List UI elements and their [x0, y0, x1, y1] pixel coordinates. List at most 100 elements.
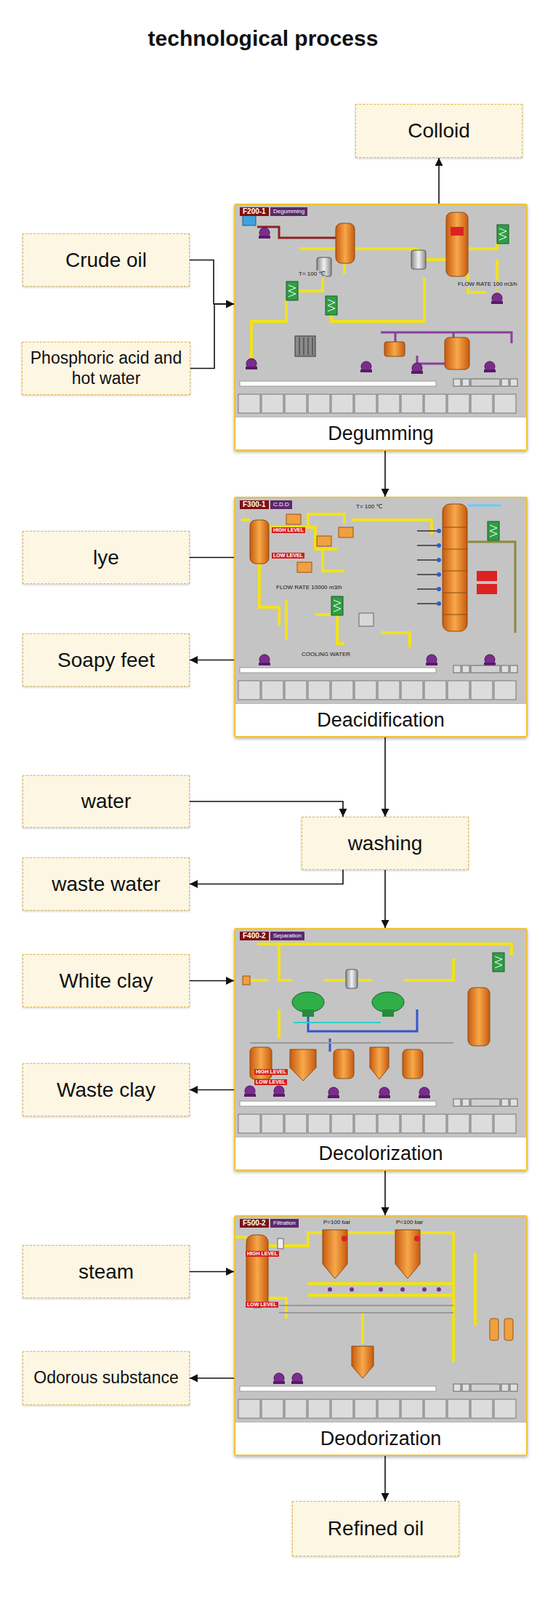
flow-arrow — [189, 1376, 234, 1378]
screen-circle — [436, 586, 442, 591]
output-box: Refined oil — [292, 1499, 460, 1556]
screen-use — [378, 1086, 391, 1098]
screen-rect — [442, 503, 468, 631]
node-text: Odorous substance — [33, 1366, 179, 1388]
screen-circle — [436, 600, 442, 606]
screen-use — [273, 1084, 285, 1096]
screen-path — [241, 513, 432, 647]
flow-arrow — [189, 800, 343, 817]
screen-use — [483, 361, 496, 373]
screen-use — [325, 295, 338, 315]
level-indicator: LOW LEVEL — [271, 552, 305, 559]
screen-path — [417, 530, 439, 604]
screen-use — [418, 1086, 431, 1098]
screen-use — [238, 378, 518, 413]
screen-use — [258, 654, 271, 665]
screen-path — [322, 1228, 348, 1278]
screen-path — [442, 526, 468, 615]
screen-circle — [436, 571, 442, 577]
screen-use — [360, 361, 373, 373]
screen-path — [467, 541, 516, 633]
screen-ellipse — [372, 991, 405, 1012]
flow-arrow — [189, 659, 234, 661]
node-text: Colloid — [407, 118, 471, 144]
input-box: Phosphoric acid and hot water — [21, 341, 191, 395]
screen-label: P=100 bar — [395, 1217, 424, 1226]
screen-use — [331, 595, 343, 615]
screen-use — [425, 654, 438, 665]
diagram-title: technological process — [0, 26, 527, 51]
level-indicator: HIGH LEVEL — [254, 1068, 288, 1075]
screen-rect — [235, 928, 527, 1137]
node-text: lye — [93, 545, 120, 570]
screen-rect — [235, 497, 527, 704]
screen-tab: C.D.D — [270, 499, 293, 509]
screen-rect — [402, 1048, 423, 1078]
screen-rect — [358, 612, 374, 626]
screen-use — [491, 292, 503, 304]
screen-tab: Separation — [270, 930, 305, 940]
screen-use — [244, 1084, 256, 1096]
node-text: Deodorization — [320, 1425, 442, 1449]
output-box: Odorous substance — [22, 1350, 190, 1404]
screen-rect — [446, 212, 468, 277]
level-indicator: LOW LEVEL — [254, 1078, 288, 1085]
screen-path — [467, 504, 501, 507]
deodorization-screen — [235, 1215, 527, 1422]
output-box: Colloid — [355, 103, 523, 158]
screen-path — [293, 1020, 381, 1023]
screen-label: T= 100 ℃ — [355, 502, 383, 511]
flow-arrow — [190, 303, 234, 369]
level-indicator: HIGH LEVEL — [271, 526, 306, 533]
flow-arrow — [189, 556, 234, 559]
screen-label: FLOW RATE 10000 m3/h — [275, 583, 343, 591]
screen-rect — [467, 986, 490, 1045]
screen-tab: F200-1 — [239, 207, 269, 216]
flow-arrow — [189, 869, 343, 884]
screen-rect — [504, 1317, 514, 1340]
screen-rect — [444, 337, 470, 370]
screen-use — [327, 1086, 340, 1098]
screen-use — [291, 1371, 304, 1383]
screen-rect — [345, 968, 358, 988]
process-panel: Decolorization — [233, 927, 528, 1170]
screen-path — [279, 1304, 454, 1312]
flow-arrow — [189, 1088, 234, 1090]
deacidification-screen — [235, 497, 527, 704]
screen-path — [308, 1008, 418, 1051]
screen-rect — [476, 583, 498, 594]
screen-label: FLOW RATE 100 m3/h — [457, 280, 519, 288]
screen-circle — [400, 1286, 405, 1291]
node-text: White clay — [58, 967, 153, 993]
process-box: washing — [301, 816, 469, 870]
screen-rect — [489, 1317, 499, 1340]
screen-use — [238, 1382, 518, 1417]
screen-rect — [286, 513, 301, 524]
screen-use — [483, 654, 496, 665]
node-text: waste water — [51, 871, 160, 896]
screen-rect — [335, 223, 355, 264]
output-box: Waste clay — [22, 1062, 190, 1116]
input-box: lye — [22, 530, 190, 584]
label-strip: Deacidification — [235, 702, 527, 736]
screen-use — [245, 358, 258, 370]
screen-path — [351, 1345, 374, 1378]
screen-circle — [327, 1286, 333, 1291]
label-strip: Degumming — [235, 416, 527, 450]
node-text: Crude oil — [65, 247, 147, 273]
screen-rect — [242, 975, 250, 984]
screen-path — [257, 226, 338, 238]
screen-rect — [338, 526, 354, 538]
screen-path — [235, 1231, 476, 1362]
screen-tab: F500-2 — [239, 1217, 269, 1227]
flow-arrow — [189, 979, 234, 981]
screen-use — [238, 664, 518, 700]
input-box: steam — [22, 1244, 190, 1298]
screen-rect — [277, 1237, 284, 1248]
level-indicator: HIGH LEVEL — [245, 1249, 280, 1256]
screen-use — [497, 224, 509, 244]
screen-use — [487, 521, 500, 540]
screen-ellipse — [292, 991, 325, 1012]
